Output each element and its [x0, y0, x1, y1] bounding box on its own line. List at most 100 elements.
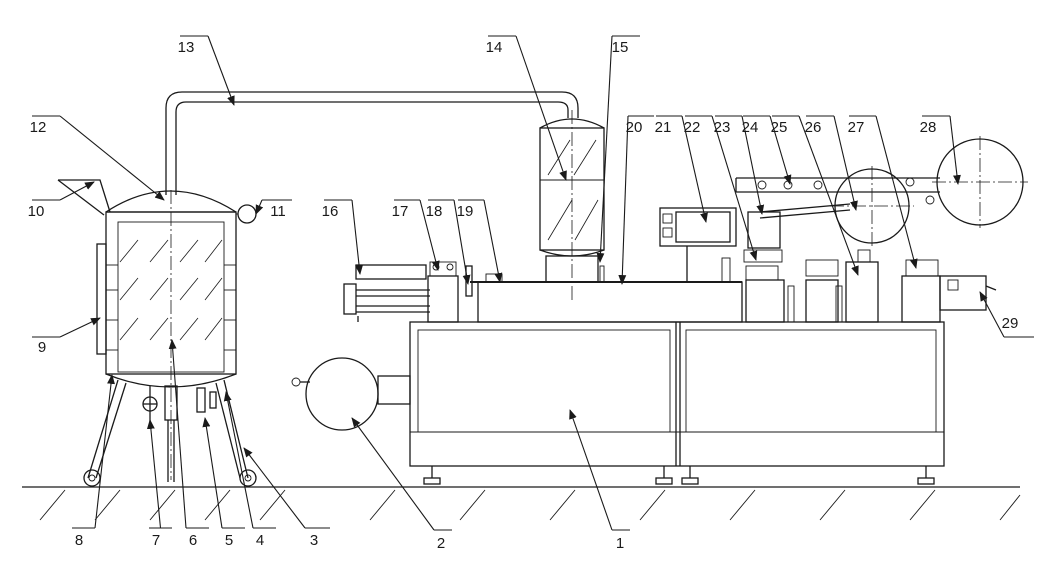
- part-label-8: 8: [75, 532, 83, 549]
- part-label-13: 13: [178, 39, 195, 56]
- callout-leader-15: [596, 35, 613, 263]
- part-label-25: 25: [771, 119, 788, 136]
- part-label-12: 12: [30, 119, 47, 136]
- vertical-vessel: [539, 110, 605, 300]
- callout-5: 5: [202, 417, 245, 549]
- callout-16: 16: [322, 199, 363, 275]
- part-label-7: 7: [152, 532, 160, 549]
- machine-base: [409, 321, 945, 485]
- callout-leader-29: [979, 291, 1005, 338]
- callout-leader-4: [223, 391, 254, 529]
- part-label-5: 5: [225, 532, 233, 549]
- callout-11: 11: [255, 199, 292, 220]
- pump-motor: [291, 357, 411, 431]
- callout-leader-21: [681, 115, 708, 223]
- forming-section: [427, 207, 743, 323]
- callout-14: 14: [486, 35, 567, 181]
- callout-leader-14: [515, 35, 567, 181]
- part-label-19: 19: [457, 203, 474, 220]
- part-label-28: 28: [920, 119, 937, 136]
- callout-leader-8: [94, 374, 115, 529]
- film-unwinder: [343, 264, 430, 322]
- callout-leader-17: [419, 199, 440, 271]
- callout-leader-27: [875, 115, 918, 269]
- callout-leader-5: [202, 417, 223, 529]
- part-label-16: 16: [322, 203, 339, 220]
- callout-13: 13: [178, 35, 235, 106]
- part-label-10: 10: [28, 203, 45, 220]
- callout-19: 19: [457, 199, 503, 283]
- part-label-3: 3: [310, 532, 318, 549]
- callout-leader-9: [59, 317, 101, 338]
- callout-leader-19: [483, 199, 503, 283]
- part-label-27: 27: [848, 119, 865, 136]
- part-label-23: 23: [714, 119, 731, 136]
- callout-leader-22: [711, 115, 758, 261]
- callout-23: 23: [714, 115, 765, 215]
- part-label-29: 29: [1002, 315, 1019, 332]
- callout-leader-18: [453, 199, 471, 285]
- callout-10: 10: [28, 181, 95, 220]
- callout-leader-6: [168, 339, 187, 529]
- callout-2: 2: [351, 417, 452, 552]
- part-label-21: 21: [655, 119, 672, 136]
- callout-leader-23: [741, 115, 765, 215]
- part-label-1: 1: [616, 535, 624, 552]
- callout-17: 17: [392, 199, 440, 271]
- part-label-4: 4: [256, 532, 264, 549]
- callout-8: 8: [72, 374, 115, 549]
- callout-29: 29: [979, 291, 1034, 338]
- steam-pipe: [165, 91, 579, 195]
- callout-leader-10: [59, 181, 95, 201]
- callout-4: 4: [223, 391, 276, 549]
- callout-21: 21: [655, 115, 708, 223]
- part-label-6: 6: [189, 532, 197, 549]
- callout-leader-25: [798, 115, 859, 276]
- callout-15: 15: [596, 35, 640, 263]
- part-label-15: 15: [612, 39, 629, 56]
- callout-leader-24: [769, 115, 792, 185]
- callout-18: 18: [426, 199, 471, 285]
- part-label-24: 24: [742, 119, 759, 136]
- part-label-18: 18: [426, 203, 443, 220]
- part-label-14: 14: [486, 39, 503, 56]
- part-label-26: 26: [805, 119, 822, 136]
- callout-leader-28: [949, 115, 961, 185]
- part-label-2: 2: [437, 535, 445, 552]
- part-label-11: 11: [270, 203, 286, 220]
- callout-leader-20: [618, 115, 629, 285]
- callout-1: 1: [569, 409, 630, 552]
- callout-25: 25: [771, 115, 859, 276]
- mixing-tank: [57, 179, 257, 487]
- callout-28: 28: [920, 115, 961, 185]
- callout-leader-12: [59, 115, 165, 201]
- callout-3: 3: [243, 447, 330, 549]
- callout-leader-16: [351, 199, 363, 275]
- callout-leader-26: [833, 115, 858, 211]
- callout-leader-11: [255, 199, 264, 215]
- part-label-17: 17: [392, 203, 409, 220]
- callout-12: 12: [30, 115, 165, 201]
- callout-24: 24: [742, 115, 792, 185]
- callout-leader-2: [351, 417, 435, 531]
- ground: [22, 486, 1021, 521]
- callout-7: 7: [146, 419, 172, 549]
- rewind-frame: [735, 136, 1028, 311]
- sealing-stations: [743, 211, 941, 323]
- callout-leader-1: [569, 409, 613, 531]
- callout-leader-13: [207, 35, 235, 106]
- callout-27: 27: [848, 115, 918, 269]
- callout-9: 9: [32, 317, 101, 356]
- callout-20: 20: [618, 115, 654, 285]
- callout-leader-3: [243, 447, 306, 529]
- part-label-20: 20: [626, 119, 643, 136]
- part-label-9: 9: [38, 339, 46, 356]
- callout-26: 26: [805, 115, 858, 211]
- callout-6: 6: [168, 339, 209, 549]
- callout-22: 22: [684, 115, 758, 261]
- part-label-22: 22: [684, 119, 701, 136]
- callout-leader-7: [146, 419, 162, 529]
